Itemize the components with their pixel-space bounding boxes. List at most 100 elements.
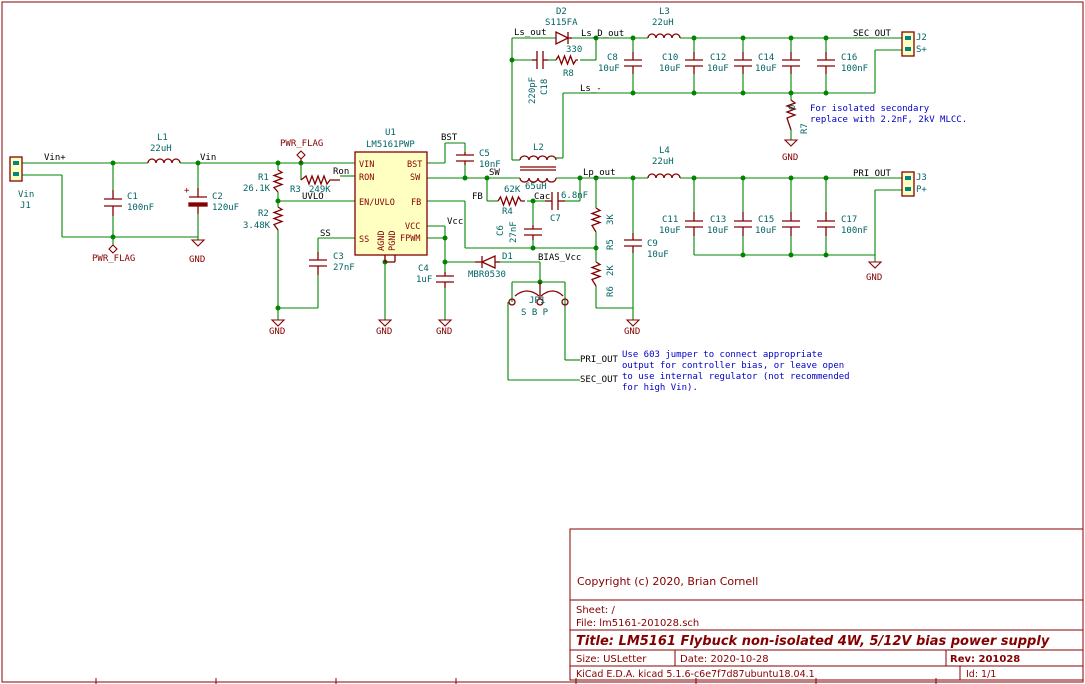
resistor-r2[interactable] xyxy=(272,206,284,231)
net-label-vin-plus: Vin+ xyxy=(44,153,66,163)
ic-pin-pgnd: PGND xyxy=(388,231,398,251)
net-label-bias-vcc: BIAS_Vcc xyxy=(538,253,581,263)
gnd-label-5: GND xyxy=(624,327,640,337)
ic-pin-ss: SS xyxy=(359,235,369,245)
resistor-r6[interactable] xyxy=(590,261,602,287)
c15-ref: C15 xyxy=(758,215,774,225)
resistor-r8[interactable] xyxy=(555,54,578,66)
c15-value: 10uF xyxy=(755,226,777,236)
diode-d2[interactable] xyxy=(555,30,572,46)
r1-value: 26.1K xyxy=(243,184,271,194)
ic-pin-vcc: VCC xyxy=(405,222,420,232)
capacitor-c4[interactable] xyxy=(436,272,454,288)
note-jumper-line-1: Use 603 jumper to connect appropriate xyxy=(622,350,822,360)
j2-ref: J2 xyxy=(916,33,927,43)
inductor-l1[interactable] xyxy=(147,158,181,164)
capacitor-c6[interactable] xyxy=(524,225,542,240)
c11-ref: C11 xyxy=(662,215,678,225)
note-secondary-line-2: replace with 2.2nF, 2kV MLCC. xyxy=(810,115,967,125)
tb-copyright: Copyright (c) 2020, Brian Cornell xyxy=(577,575,758,588)
capacitor-c11[interactable] xyxy=(685,212,703,236)
pwr-flag-symbol-1 xyxy=(296,150,306,163)
capacitor-c7[interactable] xyxy=(545,192,565,210)
tb-title: Title: LM5161 Flybuck non-isolated 4W, 5… xyxy=(576,634,1050,649)
net-label-ron: Ron xyxy=(333,167,349,177)
c2-ref: C2 xyxy=(212,192,223,202)
capacitor-c12[interactable] xyxy=(734,52,752,74)
capacitor-c3[interactable] xyxy=(309,252,327,275)
connector-j2[interactable] xyxy=(901,31,915,57)
connector-j3[interactable] xyxy=(901,171,915,197)
capacitor-c14[interactable] xyxy=(782,52,800,74)
net-label-bst: BST xyxy=(441,133,458,143)
c18-value: 220pF xyxy=(528,77,538,104)
c8-ref: C8 xyxy=(607,53,618,63)
resistor-r4[interactable] xyxy=(497,195,525,207)
net-label-ls-out: Ls_out xyxy=(514,28,547,38)
r5-ref: R5 xyxy=(606,239,616,250)
c3-ref: C3 xyxy=(333,252,344,262)
transformer-l2[interactable] xyxy=(519,155,557,183)
note-jumper-line-4: for high Vin). xyxy=(622,383,698,393)
capacitor-c16[interactable] xyxy=(817,52,835,74)
ic-u1-body[interactable] xyxy=(354,151,428,256)
tb-sheet: Sheet: / xyxy=(576,605,615,616)
gnd-label-2: GND xyxy=(269,327,285,337)
c18-ref: C18 xyxy=(540,79,550,95)
ic-pin-sw: SW xyxy=(410,173,421,183)
resistor-r1[interactable] xyxy=(272,169,284,193)
l2-ref: L2 xyxy=(533,143,544,153)
gnd-label-1: GND xyxy=(189,255,205,265)
inductor-l3[interactable] xyxy=(647,33,681,39)
r6-ref: R6 xyxy=(606,286,616,297)
net-label-vin: Vin xyxy=(200,153,216,163)
net-label-sec-out: SEC_OUT xyxy=(853,29,892,39)
net-label-vcc: Vcc xyxy=(447,217,463,227)
c16-ref: C16 xyxy=(841,53,857,63)
resistor-r3[interactable] xyxy=(300,174,340,186)
resistor-r5[interactable] xyxy=(590,207,602,233)
title-block: Copyright (c) 2020, Brian Cornell Sheet:… xyxy=(576,575,1050,680)
capacitor-c2[interactable]: + xyxy=(184,186,208,214)
net-label-ls-d-out: Ls_D_out xyxy=(581,29,624,39)
capacitor-c18[interactable] xyxy=(532,51,548,69)
c4-ref: C4 xyxy=(418,264,429,274)
d2-value: S115FA xyxy=(545,18,578,28)
r3-value: 249K xyxy=(309,185,331,195)
capacitor-c13[interactable] xyxy=(734,212,752,236)
tb-file: File: lm5161-201028.sch xyxy=(576,618,699,629)
l3-value: 22uH xyxy=(652,18,674,28)
c10-ref: C10 xyxy=(662,53,678,63)
ic-pin-agnd: AGND xyxy=(377,231,387,251)
inductor-l4[interactable] xyxy=(647,173,681,179)
capacitor-c10[interactable] xyxy=(685,52,703,74)
c12-ref: C12 xyxy=(710,53,726,63)
capacitor-c5[interactable] xyxy=(456,152,474,165)
ic-pin-ron: RON xyxy=(359,173,374,183)
j1-value: Vin xyxy=(18,190,34,200)
c14-ref: C14 xyxy=(758,53,774,63)
pwr-flag-label-2: PWR_FLAG xyxy=(92,254,135,264)
pwr-flag-symbol-2 xyxy=(108,244,118,254)
r8-value: 330 xyxy=(566,45,582,55)
capacitor-c9[interactable] xyxy=(624,233,642,253)
capacitor-c8[interactable] xyxy=(624,52,642,74)
net-label-sw: SW xyxy=(489,168,500,178)
c17-ref: C17 xyxy=(841,215,857,225)
resistor-r7[interactable] xyxy=(785,99,797,131)
pwr-flag-label-1: PWR_FLAG xyxy=(280,139,323,149)
r2-value: 3.48K xyxy=(243,221,271,231)
net-label-pri-out: PRI_OUT xyxy=(853,169,892,179)
diode-d1[interactable] xyxy=(475,254,500,270)
capacitor-c15[interactable] xyxy=(782,212,800,236)
c6-value: 27nF xyxy=(509,221,519,243)
c4-value: 1uF xyxy=(416,275,432,285)
capacitor-c17[interactable] xyxy=(817,212,835,236)
jumper-jp1[interactable] xyxy=(508,282,569,306)
jp1-ref: JP1 xyxy=(529,296,545,306)
c9-ref: C9 xyxy=(647,239,658,249)
capacitor-c1[interactable] xyxy=(104,190,122,216)
ic-pin-vin: VIN xyxy=(359,160,374,170)
connector-j1[interactable] xyxy=(9,156,23,182)
